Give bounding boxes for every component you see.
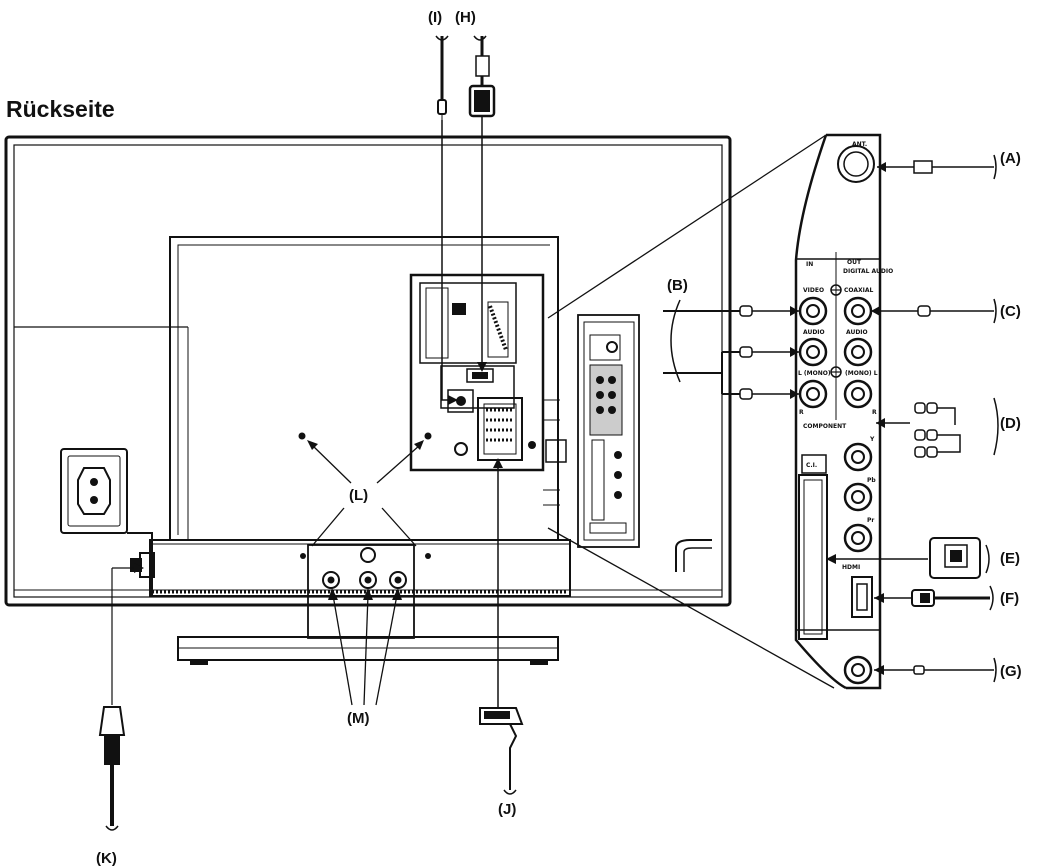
label-in: IN xyxy=(806,261,813,268)
label-out: OUT xyxy=(847,259,862,266)
cable-h-vga xyxy=(468,35,496,372)
cable-k-power xyxy=(98,563,144,831)
label-r-in: R xyxy=(799,409,804,416)
pedestal-base xyxy=(177,636,559,665)
stand-bar xyxy=(149,539,571,639)
label-coaxial: COAXIAL xyxy=(844,287,873,294)
cable-b-av-input xyxy=(663,299,799,400)
callout-j: (J) xyxy=(498,801,516,818)
callout-l: (L) xyxy=(349,487,368,504)
callout-d: (D) xyxy=(1000,415,1021,432)
label-hdmi: HDMI xyxy=(842,564,860,571)
stand-back-cover xyxy=(14,236,559,540)
zoom-projection-lines xyxy=(547,134,835,689)
page-title: Rückseite xyxy=(6,96,115,122)
label-digital-audio: DIGITAL AUDIO xyxy=(843,268,893,275)
pointer-lines-m xyxy=(328,588,402,706)
callout-h: (H) xyxy=(455,9,476,26)
label-pr: Pr xyxy=(867,517,874,524)
rear-terminal-box xyxy=(409,273,545,472)
ac-power-inlet xyxy=(60,448,155,596)
callout-m: (M) xyxy=(347,710,370,727)
callout-f: (F) xyxy=(1000,590,1019,607)
cable-f-hdmi xyxy=(874,585,994,611)
callout-i: (I) xyxy=(428,9,442,26)
callout-a: (A) xyxy=(1000,150,1021,167)
callout-g: (G) xyxy=(1000,663,1022,680)
callout-c: (C) xyxy=(1000,303,1021,320)
cable-a-antenna xyxy=(877,154,997,180)
label-audio-in: AUDIO xyxy=(803,329,825,336)
cable-j-scart xyxy=(479,458,524,795)
cable-c-coaxial xyxy=(871,298,997,324)
label-y: Y xyxy=(869,436,875,443)
label-l-mono-out: (MONO) L xyxy=(845,370,878,377)
side-terminal-strip xyxy=(543,314,640,548)
side-bracket xyxy=(675,539,712,572)
callout-e: (E) xyxy=(1000,550,1020,567)
pointer-lines-l xyxy=(307,440,424,547)
label-video: VIDEO xyxy=(803,287,824,294)
cable-d-component xyxy=(876,397,999,458)
magnified-side-panel: ANT. IN OUT DIGITAL AUDIO COAXIAL VIDEO … xyxy=(794,133,893,690)
callout-b: (B) xyxy=(667,277,688,294)
label-r-out: R xyxy=(872,409,877,416)
label-l-mono-in: L (MONO) xyxy=(798,370,831,377)
cable-e-ci-module xyxy=(826,537,990,579)
cable-g-headphone xyxy=(874,657,997,683)
wall-mount-holes xyxy=(298,432,432,440)
label-ant: ANT. xyxy=(852,141,867,148)
cable-i-audio xyxy=(435,35,458,405)
label-ci: C.I. xyxy=(806,462,817,469)
label-audio-out: AUDIO xyxy=(846,329,868,336)
label-component: COMPONENT xyxy=(803,423,847,430)
callout-k: (K) xyxy=(96,850,117,867)
label-pb: Pb xyxy=(867,477,876,484)
